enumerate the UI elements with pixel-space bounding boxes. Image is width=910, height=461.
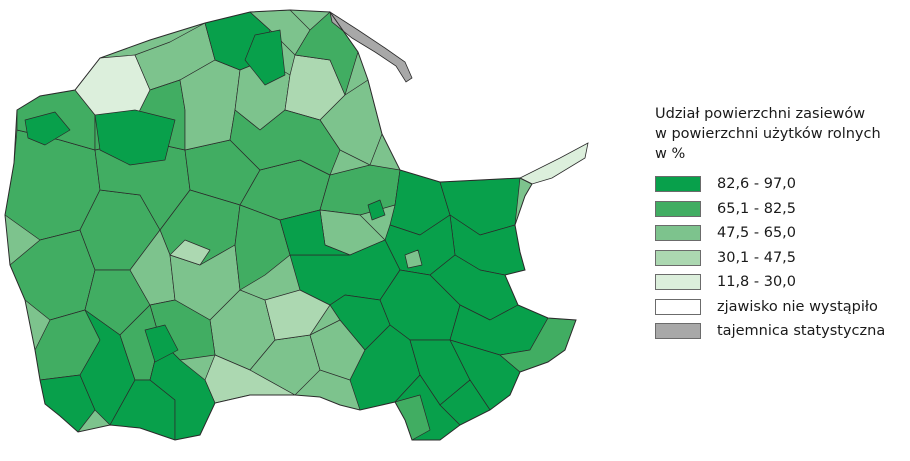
- legend-label: 82,6 - 97,0: [717, 176, 797, 193]
- vistula-spit: [519, 142, 589, 185]
- legend-label: 11,8 - 30,0: [717, 274, 797, 291]
- legend-item: zjawisko nie wystąpiło: [655, 295, 910, 320]
- legend-item: tajemnica statystyczna: [655, 319, 910, 344]
- legend-label: 30,1 - 47,5: [717, 249, 797, 266]
- commune-north-15: [244, 29, 286, 86]
- legend-label: 65,1 - 82,5: [717, 200, 797, 217]
- voivodeship-border: [4, 9, 577, 441]
- legend-label: tajemnica statystyczna: [717, 323, 886, 340]
- legend-title-line-1: Udział powierzchni zasiewów: [655, 106, 866, 122]
- legend-item: 47,5 - 65,0: [655, 221, 910, 246]
- legend-item: 65,1 - 82,5: [655, 197, 910, 222]
- legend-title: Udział powierzchni zasiewów w powierzchn…: [655, 104, 910, 164]
- map-legend: Udział powierzchni zasiewów w powierzchn…: [655, 104, 910, 344]
- commune-east-small-1: [404, 249, 423, 269]
- commune-south-mid-3: [264, 289, 331, 341]
- commune-north-14: [94, 109, 176, 166]
- legend-swatch: [655, 225, 701, 242]
- legend-swatch: [655, 176, 701, 193]
- commune-north-12: [229, 109, 341, 176]
- legend-swatch: [655, 274, 701, 291]
- legend-label: zjawisko nie wystąpiło: [717, 298, 878, 315]
- hel-peninsula: [329, 11, 413, 83]
- commune-east-mid-1: [279, 209, 351, 256]
- legend-swatch: [655, 200, 701, 217]
- legend-swatch: [655, 323, 701, 340]
- legend-item: 30,1 - 47,5: [655, 246, 910, 271]
- legend-label: 47,5 - 65,0: [717, 225, 797, 242]
- legend-swatch: [655, 249, 701, 266]
- legend-title-line-3: w %: [655, 146, 686, 162]
- commune-center-light: [169, 239, 211, 266]
- commune-east-small-2: [367, 199, 386, 221]
- choropleth-map: [4, 9, 589, 441]
- legend-title-line-2: w powierzchni użytków rolnych: [655, 126, 881, 142]
- legend-item: 11,8 - 30,0: [655, 270, 910, 295]
- legend-swatch: [655, 298, 701, 315]
- commune-north-13: [24, 111, 71, 146]
- commune-southwest-7: [144, 324, 179, 363]
- legend-item: 82,6 - 97,0: [655, 172, 910, 197]
